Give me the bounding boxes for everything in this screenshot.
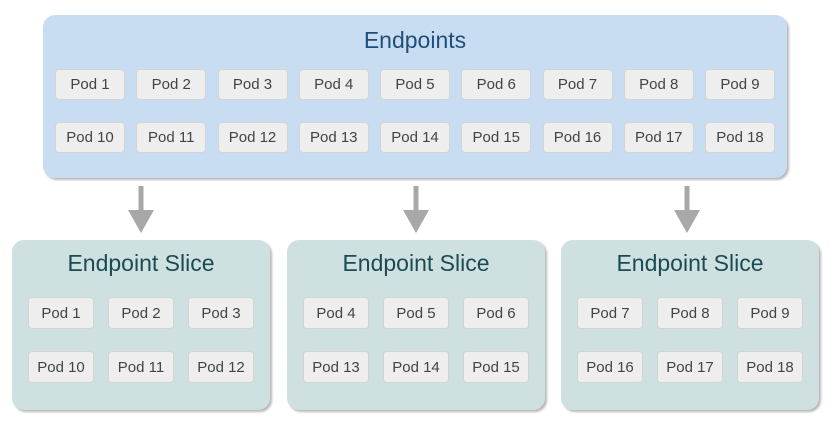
slice-pod-grid: Pod 1 Pod 2 Pod 3 Pod 10 Pod 11 Pod 12 bbox=[12, 297, 270, 383]
pod-box: Pod 4 bbox=[298, 69, 369, 100]
pod-box: Pod 8 bbox=[623, 69, 694, 100]
pod-box: Pod 18 bbox=[737, 351, 803, 383]
pod-box: Pod 12 bbox=[188, 351, 254, 383]
pod-box: Pod 1 bbox=[55, 69, 125, 100]
pod-box: Pod 9 bbox=[737, 297, 803, 329]
pod-box: Pod 2 bbox=[136, 69, 207, 100]
pod-box: Pod 3 bbox=[188, 297, 254, 329]
pod-box: Pod 6 bbox=[463, 297, 529, 329]
pod-box: Pod 18 bbox=[705, 122, 775, 153]
pod-box: Pod 9 bbox=[705, 69, 775, 100]
endpoint-slice-title: Endpoint Slice bbox=[342, 250, 490, 276]
pod-box: Pod 16 bbox=[542, 122, 613, 153]
endpoint-slice-title: Endpoint Slice bbox=[67, 250, 215, 276]
endpoint-slice-title: Endpoint Slice bbox=[616, 250, 764, 276]
down-arrow-icon bbox=[128, 186, 154, 233]
pod-box: Pod 10 bbox=[55, 122, 125, 153]
slice-pod-grid: Pod 4 Pod 5 Pod 6 Pod 13 Pod 14 Pod 15 bbox=[287, 297, 545, 383]
slice-pod-grid: Pod 7 Pod 8 Pod 9 Pod 16 Pod 17 Pod 18 bbox=[561, 297, 819, 383]
pod-box: Pod 14 bbox=[380, 122, 450, 153]
pod-box: Pod 6 bbox=[461, 69, 532, 100]
endpoints-pod-grid: Pod 1 Pod 2 Pod 3 Pod 4 Pod 5 Pod 6 Pod 7 Pod 8… bbox=[43, 69, 787, 153]
endpoints-title: Endpoints bbox=[363, 27, 467, 53]
endpoints-box: Endpoints Pod 1 Pod 2 Pod 3 Pod 4 Pod 5 Pod 6… bbox=[43, 15, 787, 178]
down-arrow-icon bbox=[674, 186, 700, 233]
pod-box: Pod 13 bbox=[303, 351, 369, 383]
pod-box: Pod 10 bbox=[28, 351, 94, 383]
pod-box: Pod 13 bbox=[298, 122, 369, 153]
pod-box: Pod 5 bbox=[380, 69, 450, 100]
pod-box: Pod 11 bbox=[136, 122, 207, 153]
pod-box: Pod 7 bbox=[542, 69, 613, 100]
pod-box: Pod 12 bbox=[217, 122, 288, 153]
pod-box: Pod 15 bbox=[461, 122, 532, 153]
pod-box: Pod 2 bbox=[108, 297, 174, 329]
pod-box: Pod 7 bbox=[577, 297, 643, 329]
pod-box: Pod 11 bbox=[108, 351, 174, 383]
down-arrow-icon bbox=[403, 186, 429, 233]
pod-box: Pod 1 bbox=[28, 297, 94, 329]
pod-box: Pod 5 bbox=[383, 297, 449, 329]
pod-box: Pod 17 bbox=[657, 351, 723, 383]
pod-box: Pod 16 bbox=[577, 351, 643, 383]
pod-box: Pod 4 bbox=[303, 297, 369, 329]
pod-box: Pod 17 bbox=[623, 122, 694, 153]
pod-box: Pod 14 bbox=[383, 351, 449, 383]
pod-box: Pod 3 bbox=[217, 69, 288, 100]
pod-box: Pod 8 bbox=[657, 297, 723, 329]
pod-box: Pod 15 bbox=[463, 351, 529, 383]
